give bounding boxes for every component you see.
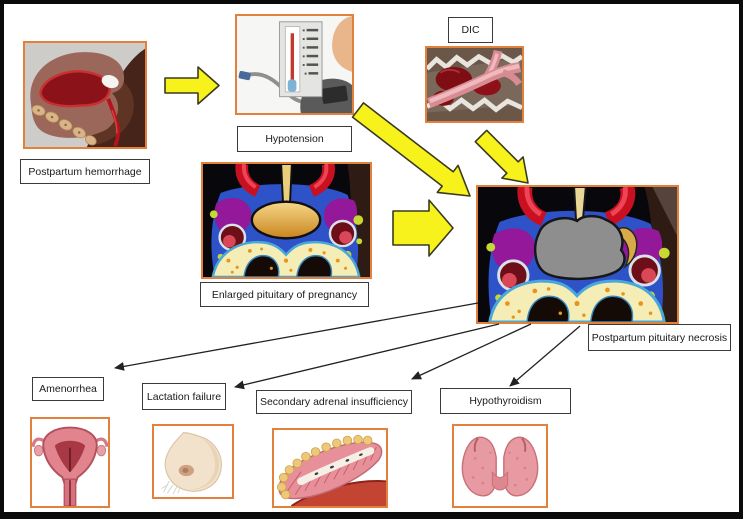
adrenal-insufficiency-image: [272, 428, 388, 508]
adrenal-gland-illustration: [274, 430, 386, 506]
arrow-necrosis-to-amenorrhea: [114, 302, 479, 371]
blood-pressure-monitor-illustration: [237, 16, 352, 113]
uterus-illustration: [32, 419, 108, 506]
label-enlarged-pituitary: Enlarged pituitary of pregnancy: [200, 282, 369, 307]
enlarged-pituitary-image: [201, 162, 372, 279]
lactation-failure-image: [152, 424, 234, 499]
label-secondary-adrenal-insufficiency: Secondary adrenal insufficiency: [256, 390, 412, 414]
arrow-dic-to-necrosis: [474, 129, 529, 184]
hypotension-image: [235, 14, 354, 115]
label-postpartum-hemorrhage: Postpartum hemorrhage: [20, 159, 150, 184]
breast-illustration: [154, 426, 232, 497]
dic-image: [425, 46, 524, 123]
arrow-necrosis-to-adrenal-insufficiency: [411, 323, 532, 380]
hypothyroidism-image: [452, 424, 548, 508]
arrow-enlarged-to-necrosis: [392, 199, 454, 257]
label-postpartum-pituitary-necrosis: Postpartum pituitary necrosis: [588, 324, 731, 351]
arrow-necrosis-to-lactation-failure: [234, 323, 500, 390]
blood-vessel-clot-illustration: [427, 48, 522, 121]
thyroid-gland-illustration: [454, 426, 546, 506]
label-lactation-failure: Lactation failure: [142, 383, 226, 410]
pituitary-necrosis-illustration: [478, 187, 677, 322]
label-hypothyroidism: Hypothyroidism: [440, 388, 571, 414]
amenorrhea-image: [30, 417, 110, 508]
label-dic: DIC: [448, 17, 493, 43]
arrow-necrosis-to-hypothyroidism: [509, 325, 581, 387]
pituitary-enlarged-illustration: [203, 164, 370, 277]
arrow-hemorrhage-to-hypotension: [164, 66, 220, 105]
label-hypotension: Hypotension: [237, 126, 352, 152]
postpartum-pituitary-necrosis-image: [476, 185, 679, 324]
label-amenorrhea: Amenorrhea: [32, 377, 104, 401]
postpartum-hemorrhage-image: [23, 41, 147, 149]
uterus-hemorrhage-illustration: [25, 43, 145, 147]
